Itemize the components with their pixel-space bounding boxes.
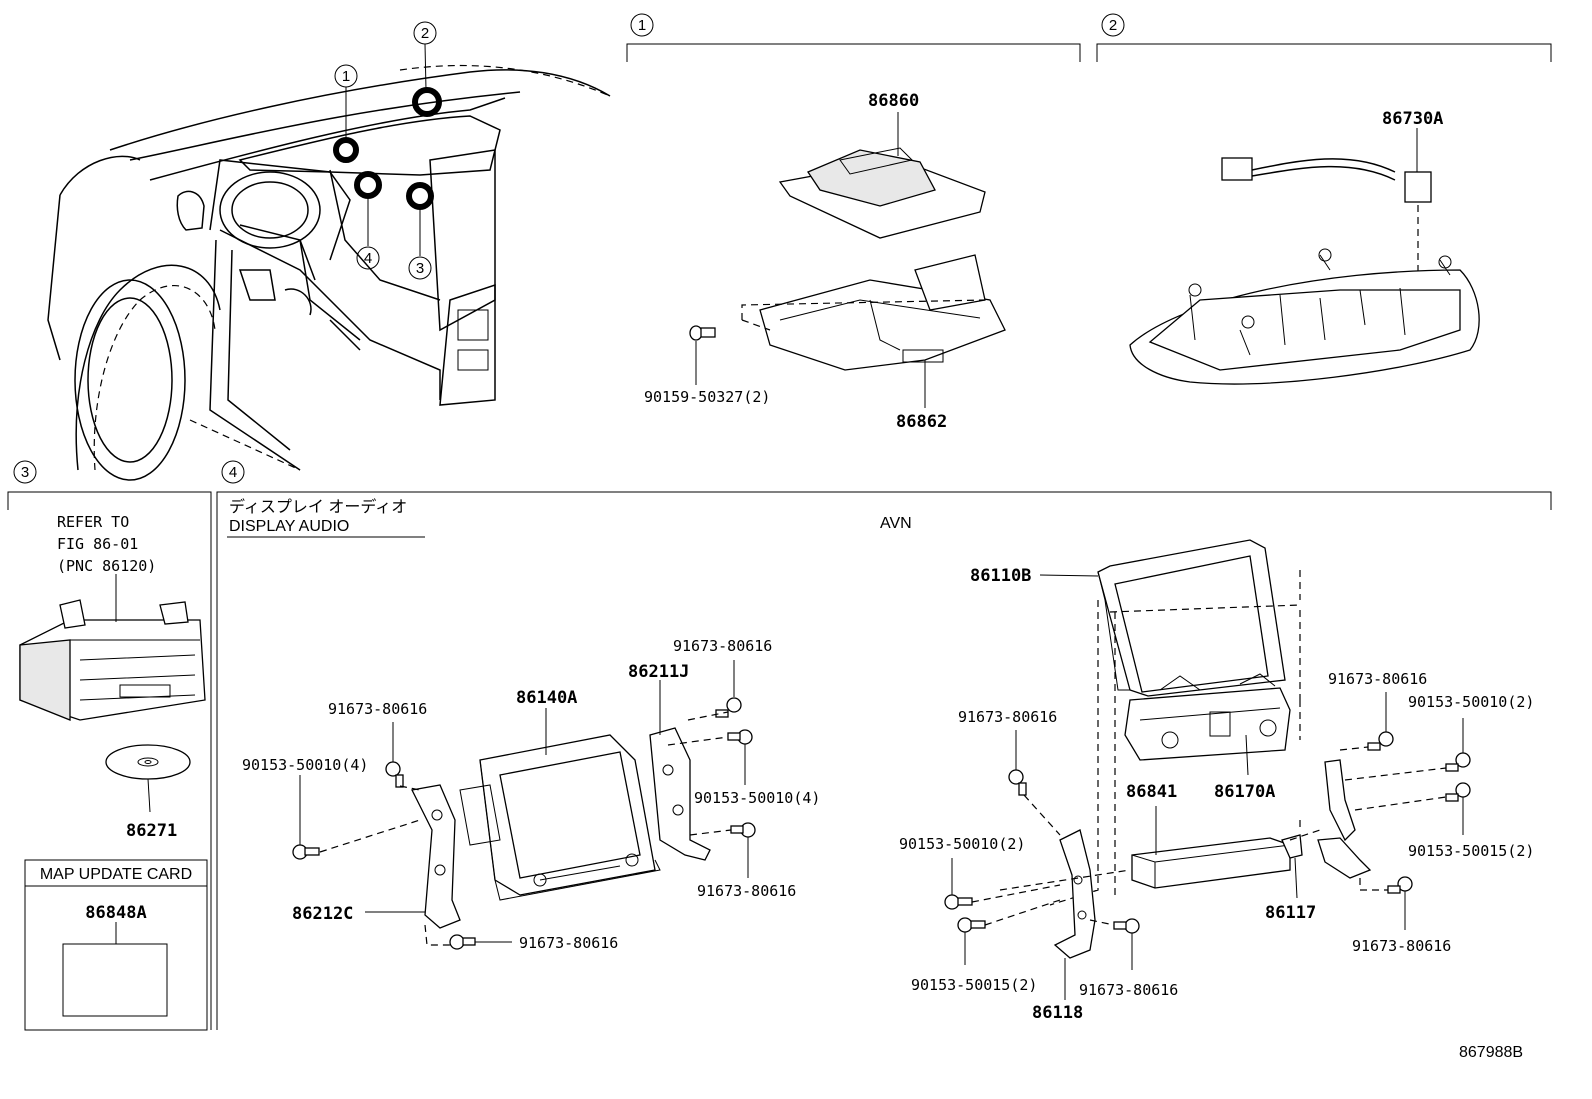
section-1: 1 86860 90159-50327(2) 86862 <box>626 13 1081 432</box>
part-90159-label: 90159-50327(2) <box>644 388 770 406</box>
callout-2: 2 <box>421 25 429 42</box>
part-86212C-label: 86212C <box>292 904 353 924</box>
part-86841-label: 86841 <box>1126 782 1177 802</box>
avn-bolt-a-label: 90153-50010(2) <box>899 835 1025 853</box>
part-86860-unit <box>778 112 986 239</box>
part-86140A-label: 86140A <box>516 688 577 708</box>
disc-icon <box>105 744 191 813</box>
refer-line-3: (PNC 86120) <box>57 557 156 575</box>
part-86211J-label: 86211J <box>628 662 689 682</box>
fastener-icons-display-audio <box>292 660 756 950</box>
avn-right-bracket <box>1317 759 1372 879</box>
avn-label: AVN <box>880 515 912 532</box>
part-86117-clip <box>1281 834 1303 899</box>
display-audio-label: DISPLAY AUDIO <box>229 518 349 535</box>
map-update-card-box <box>24 859 208 1031</box>
part-86110B-display <box>1039 539 1301 906</box>
avn-bolt-c-label: 90153-50015(2) <box>911 976 1037 994</box>
section-1-number: 1 <box>638 17 646 34</box>
part-86730A-label: 86730A <box>1382 109 1443 129</box>
callout-3: 3 <box>416 260 424 277</box>
screw-90159-icon <box>689 325 716 385</box>
radio-receiver-unit <box>19 574 206 721</box>
section-2: 2 86730A <box>1096 13 1552 385</box>
avn-screw-a-label: 91673-80616 <box>958 708 1057 726</box>
section-3-number: 3 <box>21 464 29 481</box>
vehicle-interior-illustration: 1 2 4 3 <box>47 21 611 481</box>
refer-line-2: FIG 86-01 <box>57 535 138 553</box>
avn-bolt-d-label: 90153-50015(2) <box>1408 842 1534 860</box>
section-4-number: 4 <box>229 464 237 481</box>
part-86140A-display-unit <box>459 708 661 901</box>
callout-1: 1 <box>342 68 350 85</box>
da-screw-bottom-label: 91673-80616 <box>519 934 618 952</box>
part-86860-label: 86860 <box>868 91 919 111</box>
part-86271-label: 86271 <box>126 821 177 841</box>
da-bolt-a-label: 90153-50010(4) <box>242 756 368 774</box>
section-3: REFER TO FIG 86-01 (PNC 86120) 86271 <box>19 513 208 1031</box>
da-bolt-b-label: 90153-50010(4) <box>694 789 820 807</box>
callout-4: 4 <box>364 250 372 267</box>
part-86848A-label: 86848A <box>85 903 146 923</box>
part-86118-label: 86118 <box>1032 1003 1083 1023</box>
section-2-number: 2 <box>1109 17 1117 34</box>
part-86118-bracket <box>1053 829 1096 1000</box>
part-86862-label: 86862 <box>896 412 947 432</box>
section-4-avn: 86110B 86170A 86841 86117 <box>899 539 1534 1023</box>
da-screw-d-label: 91673-80616 <box>328 700 427 718</box>
avn-screw-c-label: 91673-80616 <box>1328 670 1427 688</box>
part-86212C-bracket <box>411 784 461 929</box>
part-86117-label: 86117 <box>1265 903 1316 923</box>
section-4-display-audio: ディスプレイ オーディオ DISPLAY AUDIO AVN 86140A 86… <box>227 497 912 952</box>
da-screw-a-label: 91673-80616 <box>673 637 772 655</box>
map-update-card-title: MAP UPDATE CARD <box>40 866 192 883</box>
diagram-id: 867988B <box>1459 1044 1523 1061</box>
part-86862-bracket <box>741 254 1006 408</box>
avn-screw-b-label: 91673-80616 <box>1079 981 1178 999</box>
da-screw-c-label: 91673-80616 <box>697 882 796 900</box>
fastener-icons-avn <box>944 692 1471 970</box>
part-86841-module <box>1131 806 1291 889</box>
refer-line-1: REFER TO <box>57 513 129 531</box>
avn-bolt-b-label: 90153-50010(2) <box>1408 693 1534 711</box>
overhead-console-tray <box>1129 248 1480 385</box>
display-audio-jp-label: ディスプレイ オーディオ <box>229 497 407 516</box>
avn-screw-d-label: 91673-80616 <box>1352 937 1451 955</box>
part-86730A-harness <box>1221 128 1432 330</box>
part-86211J-bracket <box>649 680 711 861</box>
part-86170A-label: 86170A <box>1214 782 1275 802</box>
part-86110B-label: 86110B <box>970 566 1031 586</box>
part-86170A-panel <box>1124 673 1291 776</box>
